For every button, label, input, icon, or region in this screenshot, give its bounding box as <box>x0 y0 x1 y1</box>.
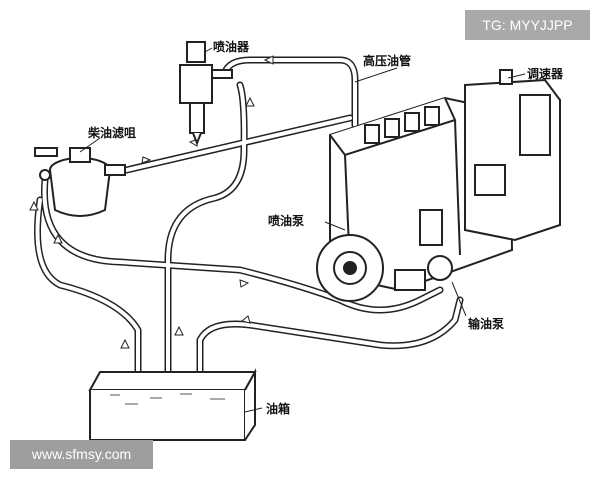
leader-lines <box>79 47 526 413</box>
injector-drawing <box>179 41 233 146</box>
label-fuel-tank: 油箱 <box>266 402 291 416</box>
label-injection-pump: 喷油泵 <box>268 214 305 228</box>
watermark-bottom: www.sfmsy.com <box>10 440 153 469</box>
label-injector: 喷油器 <box>213 40 250 54</box>
watermark-top: TG: MYYJJPP <box>465 10 590 40</box>
diesel-filter-drawing <box>34 147 126 217</box>
label-high-pressure-pipe: 高压油管 <box>363 54 412 68</box>
fuel-tank-drawing <box>88 368 257 441</box>
flow-arrows <box>29 55 274 349</box>
label-governor: 调速器 <box>527 67 564 81</box>
label-diesel-filter: 柴油滤咀 <box>88 126 137 140</box>
label-feed-pump: 输油泵 <box>468 317 505 331</box>
injection-pump-drawing <box>316 69 561 302</box>
